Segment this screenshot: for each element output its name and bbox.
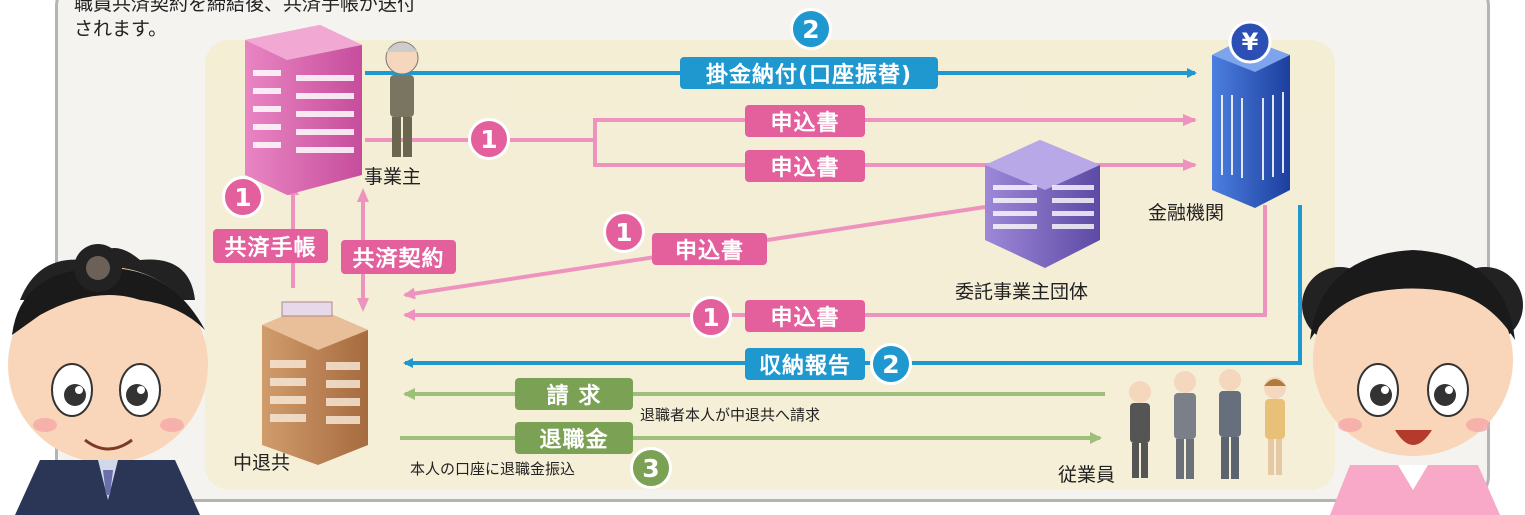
moushikomi-label-2: 申込書 <box>745 150 865 182</box>
kinyukikan-caption: 金融機関 <box>1148 202 1225 224</box>
kyosai-techo-label: 共済手帳 <box>213 229 328 263</box>
taishokukin-label: 退職金 <box>515 422 633 454</box>
kinyu-building-icon: ¥ <box>1212 20 1290 208</box>
chutaikyo-caption: 中退共 <box>233 452 291 474</box>
jigyonushi-building-icon <box>245 25 362 195</box>
kinyu-moushikomi-line <box>403 205 1267 321</box>
step-2-shuno-badge: 2 <box>870 343 912 385</box>
itaku-dantai-caption: 委託事業主団体 <box>955 281 1089 303</box>
moushikomi-label-1: 申込書 <box>745 105 865 137</box>
keiyaku-arrowhead-top <box>357 188 369 202</box>
shuno-hokoku-line <box>403 205 1302 368</box>
branch-arrowhead-top <box>1183 114 1197 126</box>
seikyu-label: 請 求 <box>515 378 633 410</box>
svg-text:¥: ¥ <box>1242 28 1259 56</box>
step-1-jigyonushi-badge: 1 <box>468 118 510 160</box>
jigyonushi-person-icon <box>385 41 419 157</box>
jugyoin-group-icon <box>1129 369 1286 479</box>
step-3-furikomi-badge: 3 <box>630 447 672 489</box>
seikyu-note: 退職者本人が中退共へ請求 <box>640 406 821 424</box>
dantai-building-icon <box>985 140 1100 268</box>
boy-mascot-icon <box>8 244 208 515</box>
step-2-kakekin-badge: 2 <box>790 8 832 50</box>
step-1-techo-badge: 1 <box>222 176 264 218</box>
kyosai-keiyaku-label: 共済契約 <box>341 240 456 274</box>
girl-mascot-icon <box>1302 250 1523 515</box>
moushikomi-label-4: 申込書 <box>745 300 865 332</box>
moushikomi-label-3: 申込書 <box>652 233 767 265</box>
step-1-dantai-badge: 1 <box>603 211 645 253</box>
jugyoin-caption: 従業員 <box>1058 464 1116 486</box>
jigyonushi-caption: 事業主 <box>364 166 422 188</box>
shuno-hokoku-label: 収納報告 <box>745 348 865 380</box>
furikomi-note: 本人の口座に退職金振込 <box>410 460 576 478</box>
branch-arrowhead-bottom <box>1183 159 1197 171</box>
keiyaku-arrowhead-bottom <box>357 298 369 312</box>
chutaikyo-building-icon <box>262 301 368 465</box>
kakekin-label: 掛金納付(口座振替) <box>680 57 938 89</box>
intro-text: 職員共済契約を締結後、共済手帳が送付 されます。 <box>74 0 417 40</box>
step-1-kinyu-badge: 1 <box>690 296 732 338</box>
